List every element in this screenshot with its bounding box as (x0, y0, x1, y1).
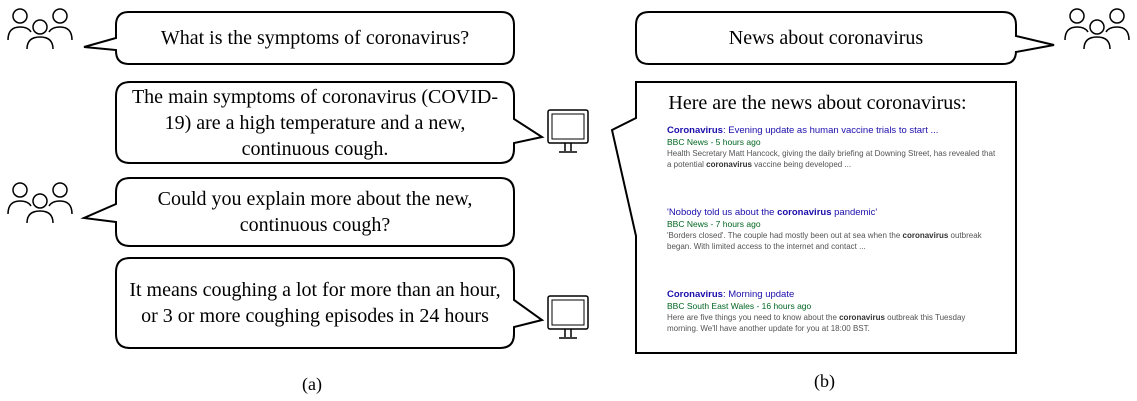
news-title-link[interactable]: Coronavirus: Evening update as human vac… (667, 125, 939, 136)
news-snippet: 'Borders closed'. The couple had mostly … (667, 231, 982, 251)
bubble-text: It means coughing a lot for more than an… (129, 279, 501, 327)
news-item: Coronavirus: Evening update as human vac… (667, 125, 997, 170)
monitor-icon (547, 109, 589, 153)
speech-bubble (115, 257, 545, 349)
news-title-link[interactable]: Coronavirus: Morning update (667, 289, 795, 300)
query-text: News about coronavirus (728, 27, 924, 49)
news-item: 'Nobody told us about the coronavirus pa… (667, 207, 997, 252)
caption-b: (b) (814, 371, 835, 391)
speech-bubble (635, 11, 1055, 65)
bubble-text: The main symptoms of coronavirus (COVID-… (131, 85, 499, 160)
news-source: BBC South East Wales - 16 hours ago (667, 301, 812, 311)
news-snippet: Health Secretary Matt Hancock, giving th… (667, 149, 996, 169)
news-item: Coronavirus: Morning update BBC South Ea… (667, 289, 997, 334)
speech-bubble (83, 11, 515, 65)
people-icon (1064, 8, 1130, 50)
news-title-link[interactable]: 'Nobody told us about the coronavirus pa… (667, 207, 878, 218)
news-response-box (610, 81, 1017, 354)
news-snippet: Here are five things you need to know ab… (667, 313, 966, 333)
speech-bubble (115, 81, 545, 164)
caption-a: (a) (302, 374, 322, 394)
news-source: BBC News - 7 hours ago (667, 219, 761, 229)
people-icon (7, 182, 73, 224)
news-source: BBC News - 5 hours ago (667, 137, 761, 147)
news-heading: Here are the news about coronavirus: (668, 92, 967, 114)
bubble-text: What is the symptoms of coronavirus? (160, 27, 470, 49)
people-icon (7, 8, 73, 50)
speech-bubble (80, 177, 515, 247)
monitor-icon (547, 295, 589, 339)
bubble-text: Could you explain more about the new, co… (157, 188, 473, 236)
